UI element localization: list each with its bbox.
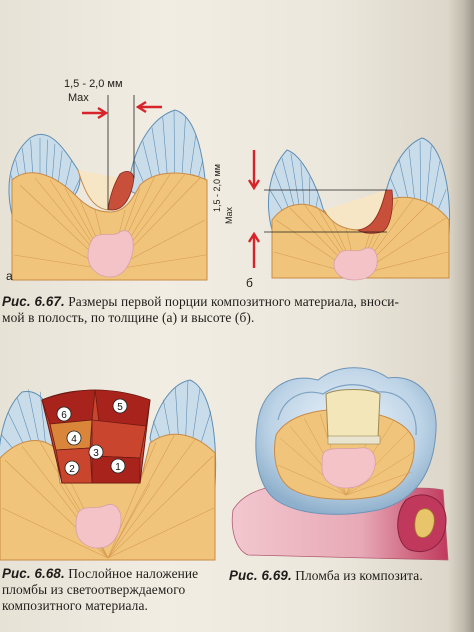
dentin (11, 172, 208, 281)
caption-6-67-line2: мой в полость, по толщине (а) и высоте (… (2, 310, 255, 325)
caption-6-68: Рис. 6.68. Послойное наложение пломбы из… (2, 566, 222, 614)
red-arrow-right (135, 100, 162, 114)
layer-number-3: 3 (93, 448, 99, 459)
dimension-label: 1,5 - 2,0 мм (64, 78, 123, 90)
figure-label-b: б (246, 276, 253, 290)
composite-portion-b (356, 189, 393, 234)
pulp (87, 230, 134, 278)
figure-6-69 (231, 367, 449, 561)
caption-6-67-line1: Размеры первой порции композитного матер… (64, 294, 400, 309)
pulp-d (321, 447, 376, 489)
pulp-c (75, 504, 122, 549)
root-canal (414, 508, 435, 538)
pulp-b (333, 247, 378, 281)
figure-6-67-a (8, 95, 208, 281)
figure-6-68: 6 5 4 3 2 1 (0, 379, 217, 561)
max-label: Max (68, 92, 89, 104)
caption-6-67: Рис. 6.67. Размеры первой порции компози… (2, 294, 460, 326)
composite-portion (107, 170, 135, 211)
caption-6-69: Рис. 6.69. Пломба из композита. (229, 568, 459, 584)
layer-number-5: 5 (117, 402, 123, 413)
caption-6-69-text: Пломба из композита. (291, 568, 423, 583)
caption-6-68-line2: пломбы из светоотверждаемого (2, 582, 186, 597)
layer-number-1: 1 (115, 462, 121, 473)
layer-number-6: 6 (61, 410, 67, 421)
caption-6-69-number: Рис. 6.69. (229, 568, 292, 583)
caption-6-68-number: Рис. 6.68. (2, 566, 65, 581)
red-arrow-down (247, 150, 261, 191)
caption-6-68-line1: Послойное наложение (64, 566, 199, 581)
figure-label-a: а (6, 269, 13, 283)
red-arrow-left (82, 106, 109, 120)
layer-number-4: 4 (71, 434, 77, 445)
figure-6-67-b (247, 137, 450, 281)
layer-6 (41, 389, 96, 425)
caption-6-68-line3: композитного материала. (2, 598, 148, 613)
caption-6-67-number: Рис. 6.67. (2, 294, 65, 309)
page-spine-shadow (448, 0, 474, 632)
vertical-dimension-label: 1,5 - 2,0 мм (212, 164, 222, 212)
red-arrow-up (247, 231, 261, 268)
vertical-max-label: Max (224, 206, 234, 224)
layer-number-2: 2 (69, 464, 75, 475)
composite-filling (325, 389, 381, 439)
liner-layer (327, 435, 381, 445)
